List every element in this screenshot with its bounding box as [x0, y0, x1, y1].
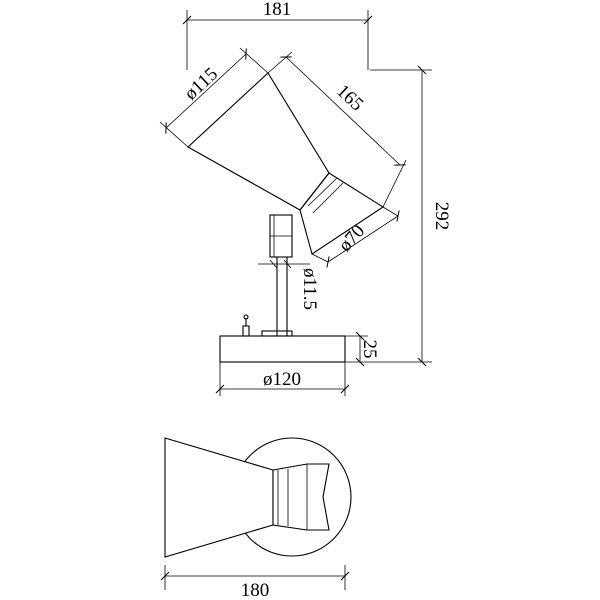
dim-arm-length: 165 [332, 81, 367, 116]
base-plate [219, 335, 346, 363]
dimensions: 181 ø115 165 292 ø70 ø11.5 25 [159, 0, 452, 396]
dim-base-height: 25 [359, 340, 380, 359]
neck-band-line-2 [312, 182, 344, 214]
top-shade-cone [164, 437, 274, 558]
dim-neck-diameter: ø70 [335, 221, 370, 256]
dim-line-165 [280, 56, 406, 166]
ext-70-b [382, 206, 399, 217]
ext-165-a [267, 51, 293, 74]
top-shade-neck [272, 463, 330, 531]
dim-line-115 [165, 48, 247, 134]
switch-knob [243, 314, 249, 320]
ext-165-b [382, 159, 407, 208]
dim-stem-diameter: ø11.5 [299, 268, 320, 310]
dim-line-70 [326, 210, 400, 268]
base-collar [261, 330, 293, 337]
ext-115-b [239, 47, 269, 74]
ext-70-a [311, 253, 329, 263]
stem-tick-l [269, 259, 278, 269]
shade-cone [187, 72, 330, 211]
dim-bottom-width: 180 [241, 580, 270, 600]
dim-top-width: 181 [263, 0, 292, 20]
ext-115-a [159, 121, 189, 148]
side-view [187, 72, 385, 363]
top-view [164, 437, 352, 558]
switch-body [242, 325, 250, 337]
bottom-dimension: 180 [160, 565, 350, 600]
neck-band-line [307, 177, 338, 207]
dim-base-diameter: ø120 [263, 369, 301, 390]
stem-tick-r [283, 259, 292, 269]
dim-total-height: 292 [431, 202, 452, 231]
